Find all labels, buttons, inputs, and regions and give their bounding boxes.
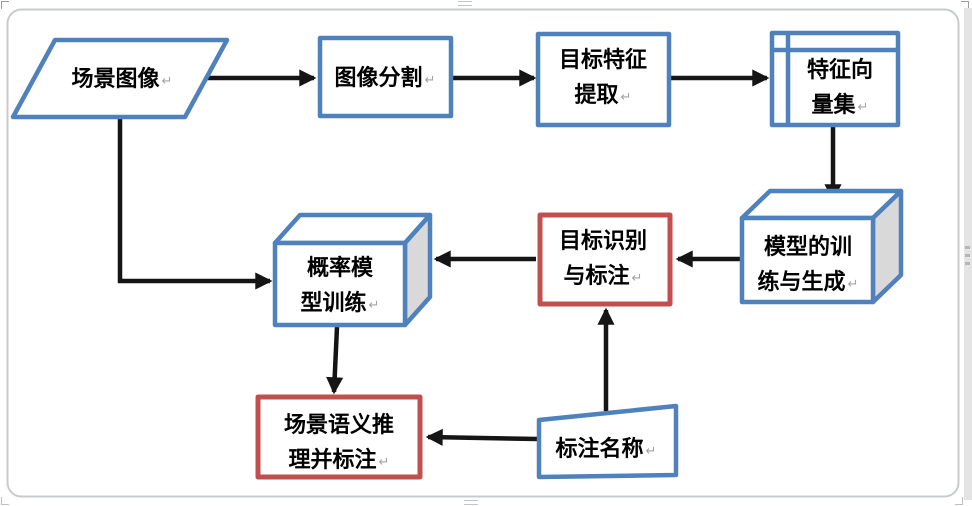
canvas-handle-bottom-center — [464, 500, 478, 505]
feature-extraction-box — [535, 31, 672, 128]
canvas-corner-mark-top-left — [1, 1, 9, 9]
label-target-recognition: 目标识别 与标注↵ — [558, 228, 647, 288]
label-model-training: 模型的训 练与生成↵ — [757, 234, 859, 294]
return-mark: ↵ — [368, 298, 380, 313]
return-mark: ↵ — [645, 444, 657, 459]
scene-semantic-box — [255, 394, 423, 480]
feature-vector-set-internal-storage — [769, 30, 901, 128]
canvas-corner-mark-bottom-right — [955, 497, 963, 505]
return-mark: ↵ — [631, 271, 643, 286]
canvas-handle-top-center — [458, 1, 472, 6]
label-feature-vector-set: 特征向 量集↵ — [806, 57, 873, 117]
scene-image-parallelogram — [10, 37, 230, 120]
return-mark: ↵ — [378, 455, 390, 470]
image-segmentation-box — [317, 35, 454, 119]
model-training-cube — [739, 188, 904, 305]
return-mark: ↵ — [857, 100, 869, 115]
target-recognition-box — [537, 212, 673, 307]
label-feature-extraction: 目标特征 提取↵ — [558, 47, 647, 107]
label-probability-model: 概率模 型训练↵ — [300, 255, 380, 315]
drawing-canvas-border — [6, 8, 960, 498]
return-mark: ↵ — [620, 90, 632, 105]
label-annotation-name: 标注名称↵ — [555, 436, 657, 461]
arrow-annotation-name-to-scene-semantic — [425, 428, 539, 446]
return-mark: ↵ — [161, 74, 173, 89]
return-mark: ↵ — [424, 73, 436, 88]
label-scene-semantic: 场景语义推 理并标注↵ — [283, 412, 394, 472]
arrow-probability-model-to-scene-semantic — [326, 326, 344, 395]
canvas-corner-mark-top-right — [961, 1, 969, 9]
arrow-scene-image-to-probability-model — [117, 118, 273, 290]
label-image-segmentation: 图像分割↵ — [334, 65, 436, 90]
annotation-name-manual-input — [536, 403, 679, 480]
return-mark: ↵ — [847, 277, 859, 292]
scrollbar-strip[interactable] — [964, 8, 972, 500]
probability-model-cube — [272, 212, 433, 328]
label-scene-image: 场景图像↵ — [71, 66, 173, 91]
canvas-corner-mark-bottom-left — [1, 497, 9, 505]
